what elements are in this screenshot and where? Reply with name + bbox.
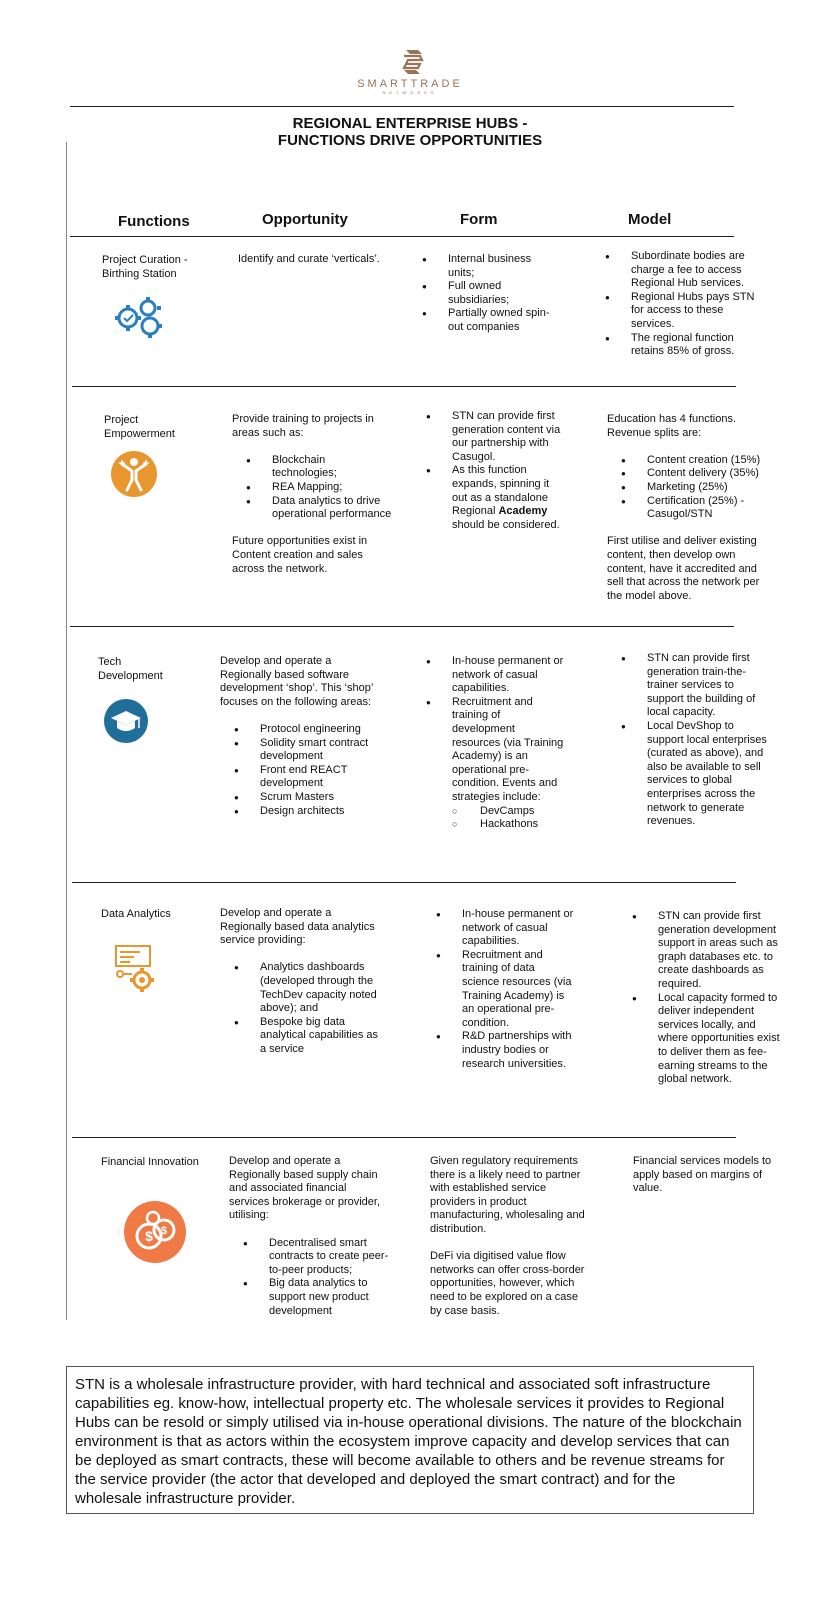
list-item: Protocol engineering [232,723,380,737]
svg-text:$: $ [161,1225,167,1237]
list-item: The regional function retains 85% of gro… [603,332,763,359]
list-item: STN can provide first generation content… [424,410,564,464]
list-item: Big data analytics to support new produc… [241,1277,389,1318]
row2-form: STN can provide first generation content… [424,410,564,532]
table-header-divider [70,236,734,237]
summary-box: STN is a wholesale infrastructure provid… [66,1366,754,1514]
row4-function-label: Data Analytics [101,908,171,920]
list-item: Solidity smart contract development [232,737,380,764]
row5-model: Financial services models to apply based… [633,1155,772,1195]
smarttrade-logo-icon [402,50,424,74]
list-item: Local capacity formed to deliver indepen… [630,992,780,1087]
logo-subtext: NETWORKS [382,90,438,95]
row2-model: Education has 4 functions. Revenue split… [607,413,767,603]
list-item: Data analytics to drive operational perf… [244,495,392,522]
coins-icon: $ $ [124,1201,186,1263]
row2-opportunity: Provide training to projects in areas su… [232,413,392,576]
list-item: STN can provide first generation train-t… [619,652,769,720]
list-item: In-house permanent or network of casual … [424,655,564,696]
row4-model: STN can provide first generation develop… [630,910,780,1087]
header-model: Model [628,211,672,228]
row5-opportunity: Develop and operate a Regionally based s… [229,1155,389,1318]
row-divider [72,386,736,387]
empowerment-person-icon [111,451,157,497]
row3-opportunity: Develop and operate a Regionally based s… [220,655,380,818]
list-item: Marketing (25%) [619,481,767,495]
list-item: Blockchain technologies; [244,454,392,481]
list-item: Full owned subsidiaries; [420,280,560,307]
page-title: REGIONAL ENTERPRISE HUBS - FUNCTIONS DRI… [277,115,543,149]
list-item: As this function expands, spinning it ou… [424,464,564,532]
row-divider [72,882,736,883]
list-item: Scrum Masters [232,791,380,805]
list-item: Subordinate bodies are charge a fee to a… [603,250,763,291]
list-item: Regional Hubs pays STN for access to the… [603,291,763,332]
list-item: Front end REACT development [232,764,380,791]
row-divider [70,626,734,627]
row3-form: In-house permanent or network of casual … [424,655,564,832]
list-item: R&D partnerships with industry bodies or… [434,1030,574,1071]
row5-function-label: Financial Innovation [101,1156,199,1168]
logo-wordmark: SMARTTRADE [357,78,463,90]
list-item: REA Mapping; [244,481,392,495]
list-item: DevCamps [440,805,564,819]
list-item: In-house permanent or network of casual … [434,908,574,949]
row3-model: STN can provide first generation train-t… [619,652,769,829]
list-item: Analytics dashboards (developed through … [232,961,380,1015]
list-item: Recruitment and training of data science… [434,949,574,1031]
header-opportunity: Opportunity [262,211,348,228]
header-functions: Functions [118,213,190,230]
row1-form: Internal business units; Full owned subs… [420,253,560,335]
list-item: Design architects [232,805,380,819]
header-divider [70,106,734,107]
list-item: Content creation (15%) [619,454,767,468]
list-item: Certification (25%) - Casugol/STN [619,495,767,522]
gears-icon [115,297,162,338]
row4-form: In-house permanent or network of casual … [434,908,574,1071]
row4-opportunity: Develop and operate a Regionally based d… [220,907,380,1057]
graduation-cap-icon [104,699,148,743]
list-item: Local DevShop to support local enterpris… [619,720,769,829]
svg-text:$: $ [145,1228,153,1244]
analytics-gear-icon [115,945,154,992]
header-form: Form [460,211,498,228]
row1-opportunity: Identify and curate ‘verticals’. [238,253,380,265]
row1-function-label: Project Curation -Birthing Station [102,254,188,280]
list-item: Partially owned spin-out companies [420,307,560,334]
list-item: Content delivery (35%) [619,467,767,481]
left-rule [66,142,67,1320]
list-item: Decentralised smart contracts to create … [241,1237,389,1278]
list-item: Bespoke big data analytical capabilities… [232,1016,380,1057]
row5-form: Given regulatory requirements there is a… [430,1155,585,1317]
list-item: STN can provide first generation develop… [630,910,780,992]
list-item: Recruitment and training of development … [424,696,564,805]
list-item: Hackathons [440,818,564,832]
list-item: Internal business units; [420,253,560,280]
row-divider [72,1137,736,1138]
row1-model: Subordinate bodies are charge a fee to a… [603,250,763,359]
